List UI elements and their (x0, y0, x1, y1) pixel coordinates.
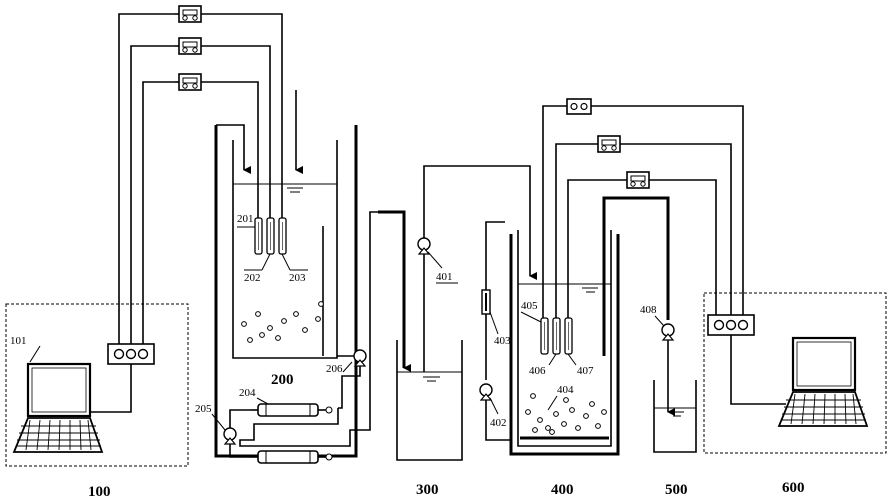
controller-boundary-100 (5, 303, 189, 467)
flow-meter-icon (178, 5, 202, 23)
label-204: 204 (239, 387, 256, 399)
label-407: 407 (577, 365, 594, 377)
reactor-400-inner-wall (517, 230, 612, 447)
pump-icon (661, 323, 675, 341)
sensor-probe-icon (564, 317, 573, 355)
controller-unit-100: 101 (5, 13, 189, 467)
reactor-200: 201 202 203 200 206 (195, 90, 378, 464)
three-port-box-icon (107, 343, 155, 365)
pump-icon (417, 237, 431, 255)
tank-500: 500 (653, 380, 697, 498)
controller-boundary-600 (703, 292, 887, 454)
heat-exchanger-icon (250, 403, 333, 417)
label-600: 600 (782, 480, 805, 496)
tank-300: 300 (396, 340, 463, 498)
label-402: 402 (490, 417, 507, 429)
flow-meter-icon (178, 73, 202, 91)
flow-meter-icon (597, 135, 621, 153)
controller-unit-600 (703, 292, 887, 454)
label-401: 401 (436, 271, 453, 283)
label-500: 500 (665, 482, 688, 498)
label-101: 101 (10, 335, 27, 347)
three-port-box-icon (707, 314, 755, 336)
reactor-400-outer-wall (509, 234, 620, 456)
sensor-probe-icon (278, 217, 287, 255)
aeration-bubbles (241, 301, 324, 343)
tank-300-wall (396, 340, 463, 461)
flow-meter-icon (626, 171, 650, 189)
media-bubbles (525, 393, 607, 435)
sensor-probe-icon (266, 217, 275, 255)
flow-meter-icon (481, 289, 491, 315)
reactor-inner-wall (232, 140, 338, 359)
label-403: 403 (494, 335, 511, 347)
reactor-400: 405 406 407 404 400 (509, 230, 620, 498)
label-404: 404 (557, 384, 574, 396)
label-200: 200 (271, 372, 294, 388)
sensor-probe-icon (552, 317, 561, 355)
flow-meter-icon (566, 98, 592, 115)
label-201: 201 (237, 213, 254, 225)
label-400: 400 (551, 482, 574, 498)
label-100: 100 (88, 484, 111, 500)
label-300: 300 (416, 482, 439, 498)
heat-exchanger-icon (250, 450, 333, 464)
tank-500-wall (653, 380, 697, 453)
label-203: 203 (289, 272, 306, 284)
pump-icon (479, 383, 493, 401)
label-206: 206 (326, 363, 343, 375)
label-205: 205 (195, 403, 212, 415)
label-408: 408 (640, 304, 657, 316)
label-202: 202 (244, 272, 261, 284)
label-405: 405 (521, 300, 538, 312)
flow-meter-icon (178, 37, 202, 55)
laptop-icon (777, 336, 869, 427)
sensor-probe-icon (540, 317, 549, 355)
pump-icon (223, 427, 237, 445)
sensor-probe-icon (254, 217, 263, 255)
label-406: 406 (529, 365, 546, 377)
laptop-icon (12, 362, 104, 453)
